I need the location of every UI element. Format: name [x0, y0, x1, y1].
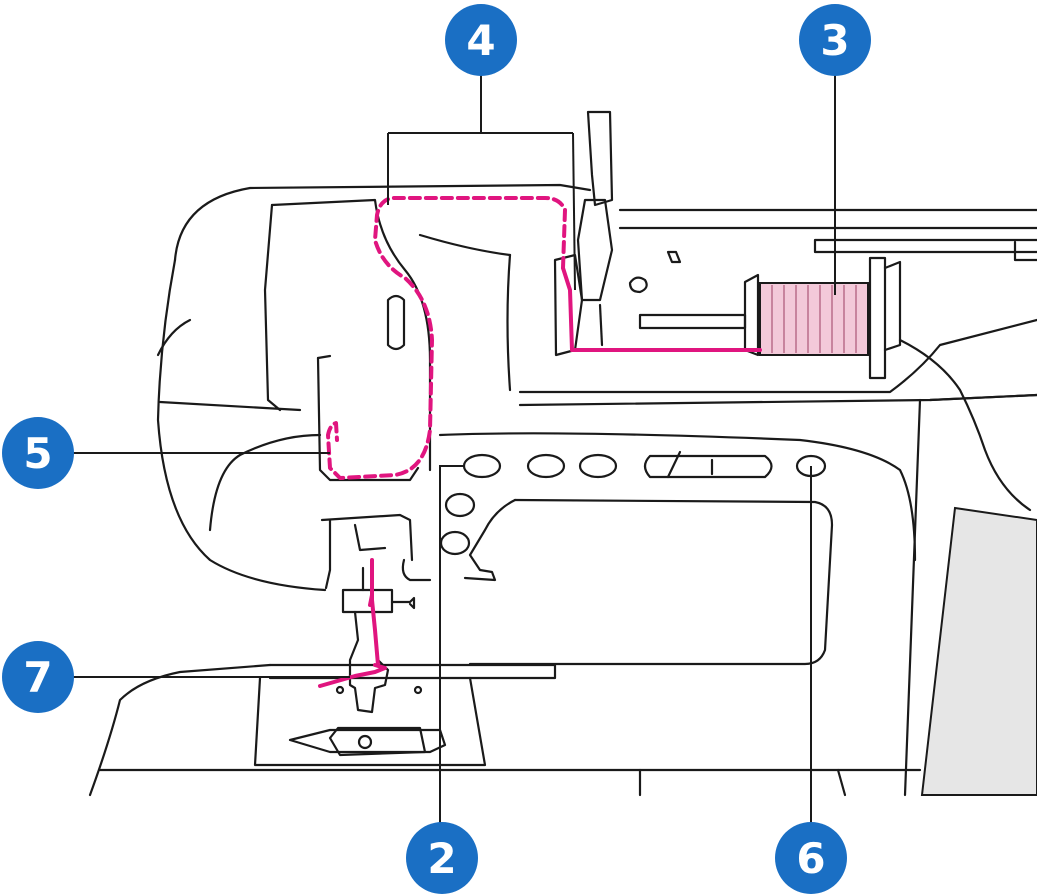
callout-7: 7 [2, 641, 74, 713]
thread-path [318, 266, 762, 688]
machine-outline [88, 110, 1037, 797]
callout-2-label: 2 [427, 834, 456, 883]
callout-3-label: 3 [820, 16, 849, 65]
callout-7-label: 7 [23, 653, 52, 702]
callout-5-label: 5 [23, 429, 52, 478]
thread-path-dashed [326, 196, 567, 480]
leader-lines [65, 70, 836, 826]
thread-spool [759, 282, 869, 356]
callout-3: 3 [799, 4, 871, 76]
callout-2: 2 [406, 822, 478, 894]
callout-5: 5 [2, 417, 74, 489]
lcd-screen [920, 506, 1037, 796]
callout-4-label: 4 [466, 16, 495, 65]
callout-4: 4 [445, 4, 517, 76]
callout-6: 6 [775, 822, 847, 894]
callout-6-label: 6 [796, 834, 825, 883]
